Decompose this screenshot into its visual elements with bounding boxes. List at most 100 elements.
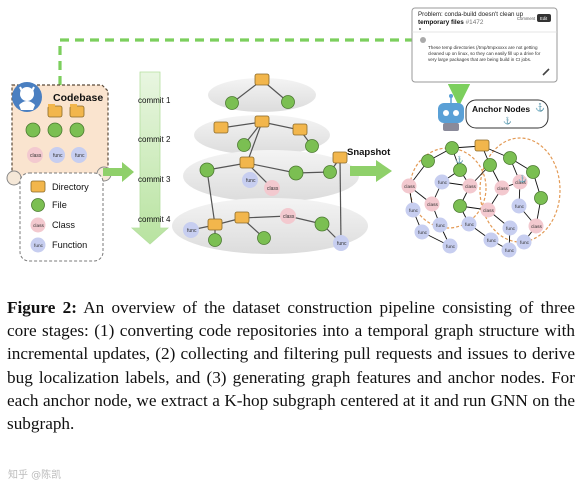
svg-text:temporary files #1472: temporary files #1472 — [418, 19, 484, 26]
func-node-label: func — [337, 241, 347, 247]
directory-node — [239, 156, 255, 169]
func-node-label: func — [436, 223, 446, 229]
svg-text:⚓: ⚓ — [518, 174, 527, 183]
codebase-nodes: class func func — [25, 104, 87, 163]
class-node-label: class — [515, 180, 527, 186]
pencil-icon — [542, 68, 550, 76]
file-node — [421, 154, 435, 168]
func-node-label: func — [520, 240, 530, 246]
figure-caption-label: Figure 2: — [7, 298, 77, 317]
legend: Directory File class Class func Function — [19, 172, 104, 262]
legend-class-label: Class — [52, 220, 75, 230]
timeline-arrow — [130, 71, 170, 245]
pipeline-figure: Problem: conda-build doesn't clean up te… — [6, 7, 561, 262]
commit-label: commit 2 — [138, 135, 171, 144]
anchor-icon: ⚓ — [518, 174, 527, 183]
anchor-icon: ⚓ — [503, 116, 512, 125]
func-node-label: func — [506, 226, 516, 232]
func-node-label: func — [409, 208, 419, 214]
file-node — [281, 95, 295, 109]
class-node-label: class — [483, 208, 495, 214]
class-node-label: class — [267, 186, 279, 192]
figure-caption-text: An overview of the dataset construction … — [7, 298, 575, 434]
watermark: 知乎 @陈凯 — [8, 470, 62, 481]
file-node — [208, 233, 222, 247]
file-node — [225, 96, 239, 110]
file-node — [199, 162, 215, 178]
file-node — [453, 163, 467, 177]
func-node-label: func — [505, 248, 515, 254]
issue-tab-edit: Edit — [540, 16, 548, 21]
file-node — [257, 231, 271, 245]
file-node — [69, 122, 85, 138]
figure-caption: Figure 2: An overview of the dataset con… — [7, 296, 575, 435]
file-node — [483, 158, 497, 172]
anchor-icon: ⚓ — [535, 102, 545, 112]
directory-node — [207, 218, 223, 231]
file-node — [534, 191, 548, 205]
commit-label: commit 4 — [138, 215, 171, 224]
legend-class-icon-text: class — [33, 223, 45, 229]
directory-node — [234, 211, 250, 224]
anchor-nodes-header: Anchor Nodes ⚓ ⚓ — [438, 94, 549, 131]
issue-subtitle: temporary files — [418, 19, 464, 26]
directory-node — [474, 139, 490, 152]
commit-label: commit 3 — [138, 175, 171, 184]
file-node — [503, 151, 517, 165]
anchor-graph: class func class class class class class… — [401, 137, 561, 258]
issue-card: Problem: conda-build doesn't clean up te… — [411, 7, 558, 83]
legend-function-icon-text: func — [34, 243, 44, 249]
directory-node — [254, 73, 270, 86]
codebase-label: Codebase — [53, 92, 103, 104]
github-icon — [12, 82, 42, 112]
file-node — [323, 165, 337, 179]
issue-title: Problem: conda-build doesn't clean up — [418, 11, 524, 18]
file-node — [47, 122, 63, 138]
issue-body: These temp directories (/tmp/tmpxxxxx ar… — [428, 45, 541, 62]
func-node-label: func — [515, 204, 525, 210]
directory-node — [69, 104, 85, 118]
directory-node — [47, 104, 63, 118]
issue-number: #1472 — [466, 19, 484, 26]
file-node — [526, 165, 540, 179]
commit-label: commit 1 — [138, 96, 171, 105]
snapshot-arrow — [350, 160, 392, 182]
legend-directory-label: Directory — [52, 182, 89, 192]
legend-function-label: Function — [52, 240, 87, 250]
legend-file-label: File — [52, 200, 67, 210]
anchor-nodes-label: Anchor Nodes — [472, 104, 530, 114]
func-node-label: func — [418, 230, 428, 236]
issue-tab-comment: Comment — [517, 16, 536, 21]
class-node-label: class — [465, 184, 477, 190]
func-node-label: func — [187, 228, 197, 234]
class-node-label: class — [531, 224, 543, 230]
snapshot-label: Snapshot — [347, 147, 391, 158]
directory-node — [292, 123, 308, 136]
class-node-label: class — [404, 184, 416, 190]
class-node-label: class — [427, 202, 439, 208]
svg-text:⚓: ⚓ — [503, 116, 512, 125]
svg-text:⚓: ⚓ — [535, 102, 545, 112]
func-node-label: func — [487, 238, 497, 244]
temporal-graph-layers: func class func class func — [172, 73, 368, 254]
legend-directory-icon — [30, 180, 46, 193]
class-node-label: class — [30, 153, 42, 159]
file-node — [305, 139, 319, 153]
func-node-label: func — [446, 244, 456, 250]
legend-file-icon — [31, 198, 45, 212]
file-node — [237, 138, 251, 152]
svg-text:⚓: ⚓ — [455, 155, 464, 164]
class-node-label: class — [497, 186, 509, 192]
file-node — [25, 122, 41, 138]
file-node — [445, 141, 459, 155]
file-node — [314, 216, 330, 232]
func-node-label: func — [246, 178, 256, 184]
codebase-arrow — [103, 162, 134, 182]
codebase-panel: Codebase class func func — [6, 82, 112, 186]
func-node-label: func — [465, 222, 475, 228]
directory-node — [254, 115, 270, 128]
robot-icon — [438, 94, 464, 131]
anchor-icon: ⚓ — [455, 155, 464, 164]
file-node — [288, 165, 304, 181]
directory-node — [332, 151, 348, 164]
